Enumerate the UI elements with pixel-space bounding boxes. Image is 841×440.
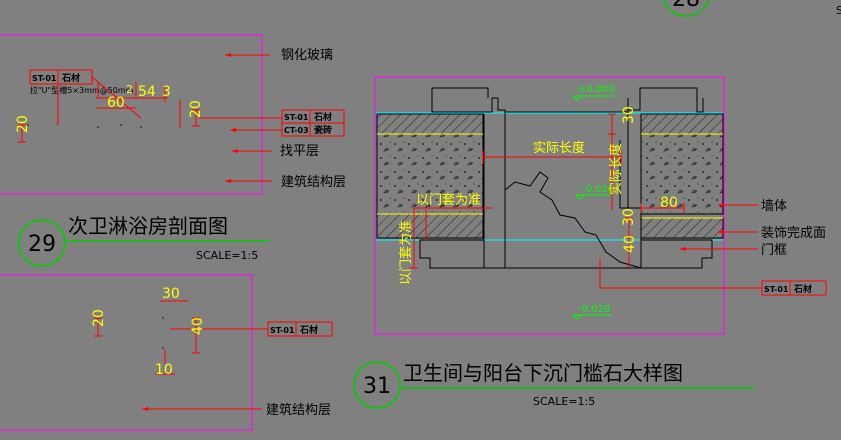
detail-29-frame [0, 34, 263, 195]
dim-10-b: 10 [155, 362, 173, 378]
svg-text:ST-01: ST-01 [284, 113, 309, 122]
svg-text:石材: 石材 [313, 111, 332, 123]
svg-text:石材: 石材 [61, 72, 80, 84]
dim-80: 80 [660, 195, 678, 211]
break-line [504, 171, 642, 269]
svg-text:ST-01: ST-01 [32, 74, 57, 83]
label-finish: 装饰完成面 [761, 226, 826, 241]
detail-28-marker: 28 S [662, 0, 841, 17]
dim-40: 40 [622, 235, 638, 253]
detail-29-speckles [27, 124, 142, 128]
dim-20-left: 20 [15, 115, 31, 133]
level-bottom: -0.020 [578, 304, 610, 315]
label-structure-30: 建筑结构层 [266, 402, 331, 418]
svg-text:石材: 石材 [299, 324, 318, 336]
label-screed: 找平层 [280, 144, 319, 159]
label-wall: 墙体 [761, 199, 787, 214]
detail-31-number: 31 [363, 374, 391, 399]
dim-60: 60 [107, 95, 125, 111]
detail-31-tag: ST-01 石材 [761, 280, 827, 296]
detail-30-tag: ST-01 石材 [267, 321, 333, 337]
actual-length-vertical: 实际长度 [608, 143, 624, 195]
label-structure-29: 建筑结构层 [281, 174, 346, 190]
dim-40-b: 40 [190, 317, 206, 335]
svg-text:CT-03: CT-03 [284, 126, 309, 135]
level-top: ±0.000 [578, 84, 615, 95]
dim-54: 54 [138, 84, 156, 100]
detail-31-title: 卫生间与阳台下沉门槛石大样图 [403, 361, 683, 385]
detail-29-leader-arrows [225, 53, 238, 183]
door-cover-vertical: 以门套为准 [398, 220, 414, 285]
detail-31: ±0.000 -0.020 -0.020 [353, 76, 827, 409]
dim-tick-small: 2 [126, 83, 133, 96]
detail-30-arrows [142, 407, 148, 411]
detail-30-speckles [162, 317, 164, 349]
detail-31-leaders [410, 113, 762, 289]
svg-text:瓷砖: 瓷砖 [314, 124, 332, 136]
dim-3: 3 [162, 84, 171, 100]
detail-31-arrows [680, 203, 724, 251]
svg-text:ST-01: ST-01 [764, 285, 789, 294]
dim-30-top: 30 [621, 106, 637, 124]
detail-31-scale: SCALE=1:5 [533, 395, 595, 408]
detail-29-tag-right-1: ST-01 石材 [281, 109, 345, 124]
detail-29-tag-right-2: CT-03 瓷砖 [281, 122, 345, 137]
detail-29-tag-left: ST-01 石材 [29, 69, 93, 85]
svg-text:ST-01: ST-01 [270, 326, 295, 335]
wall-right [640, 113, 724, 239]
svg-text:石材: 石材 [793, 283, 812, 295]
detail-28-corner-letter: S [836, 4, 841, 17]
door-cover-horizontal: 以门套为准 [416, 192, 481, 208]
level-mid: -0.020 [582, 184, 614, 195]
detail-30-frame [0, 274, 253, 431]
detail-30-leaders [94, 300, 268, 410]
level-markers: ±0.000 -0.020 -0.020 [572, 84, 615, 320]
detail-29-number-circle [18, 219, 66, 267]
detail-28-number: 28 [672, 0, 700, 12]
detail-29-number: 29 [28, 232, 56, 257]
dim-20-right: 20 [188, 100, 204, 118]
dim-30-bottom: 30 [621, 208, 637, 226]
dim-20-b: 20 [91, 309, 107, 327]
detail-29-title: 次卫淋浴房剖面图 [68, 214, 228, 238]
detail-30: 30 20 40 10 ST-01 石材 建筑结构层 [0, 274, 333, 431]
actual-length-horizontal: 实际长度 [533, 140, 585, 156]
detail-31-number-circle [353, 361, 401, 409]
detail-29-leaders [18, 54, 282, 182]
wall-left [376, 113, 484, 239]
label-glass: 钢化玻璃 [281, 48, 333, 63]
detail-29-scale: SCALE=1:5 [196, 249, 258, 262]
detail-29-groove-note: 拉"U"型槽5×3mm@50mm [30, 85, 134, 95]
dim-30-b: 30 [162, 286, 180, 302]
label-door-frame: 门框 [761, 243, 787, 258]
door-frames [419, 87, 713, 269]
detail-29: ST-01 石材 拉"U"型槽5×3mm@50mm [0, 34, 346, 267]
